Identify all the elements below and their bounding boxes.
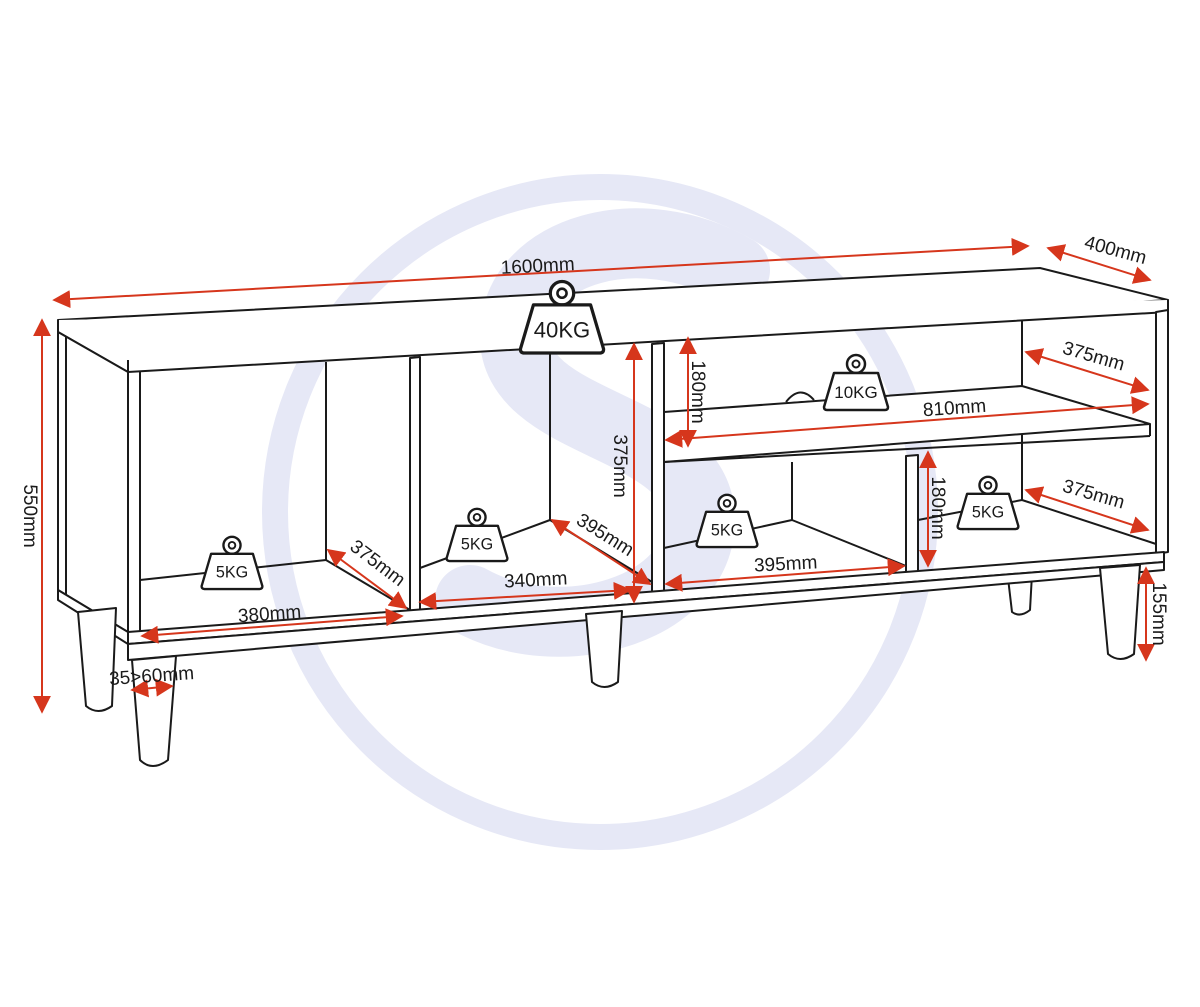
leg-height-label: 155mm: [1148, 582, 1169, 645]
weight-icon: 40KG: [518, 279, 606, 355]
right-lower-height-label: 180mm: [927, 476, 948, 539]
weight-icon: 5KG: [695, 493, 759, 549]
cube-height-label: 375mm: [609, 434, 630, 497]
weight-label: 5KG: [461, 536, 493, 554]
weight-label: 5KG: [972, 504, 1004, 522]
left-cube-depth-label: 375mm: [346, 536, 409, 591]
right-upper-height-label: 180mm: [687, 360, 708, 423]
weight-icons: 40KG 10KG 5KG 5KG 5KG 5KG: [200, 279, 1020, 591]
weight-label: 10KG: [834, 383, 877, 402]
weight-label: 40KG: [534, 317, 590, 342]
right-upper-depth-label: 375mm: [1060, 338, 1127, 376]
weight-icon: 10KG: [822, 353, 890, 412]
middle-cube-width-label: 340mm: [504, 568, 568, 592]
weight-icon: 5KG: [200, 535, 264, 591]
overall-height-label: 550mm: [19, 484, 40, 547]
weight-icon: 5KG: [956, 475, 1020, 531]
overall-width-label: 1600mm: [500, 254, 575, 279]
weight-label: 5KG: [216, 564, 248, 582]
weight-label: 5KG: [711, 522, 743, 540]
dimension-arrows: [33, 237, 1155, 714]
weight-icon: 5KG: [445, 507, 509, 563]
right-lower-depth-label: 375mm: [1060, 476, 1127, 514]
right-lower-width-label: 395mm: [754, 552, 818, 576]
right-upper-width-label: 810mm: [922, 396, 987, 421]
leg-taper-label: 35>60mm: [108, 663, 194, 690]
overall-depth-label: 400mm: [1082, 232, 1149, 269]
left-cube-width-label: 380mm: [237, 602, 302, 627]
